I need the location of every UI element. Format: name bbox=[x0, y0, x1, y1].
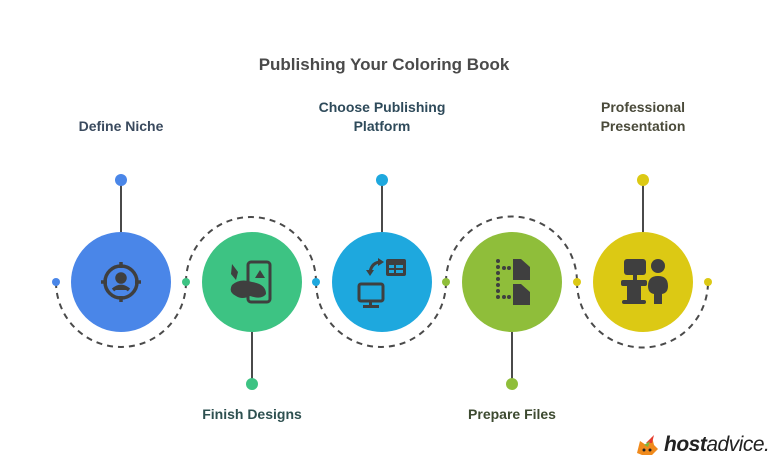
step1-label: Define Niche bbox=[61, 117, 181, 136]
fox-mascot-icon bbox=[637, 435, 658, 455]
step3-marker bbox=[376, 174, 388, 186]
hostadvice-logo: hostadvice. bbox=[634, 433, 768, 457]
step2-label-text: Finish Designs bbox=[202, 406, 302, 422]
step3-label-line1: Choose Publishing bbox=[318, 99, 446, 115]
step4-label: Prepare Files bbox=[452, 405, 572, 424]
step4-label-text: Prepare Files bbox=[468, 406, 556, 422]
step3-label: Choose Publishing Platform bbox=[302, 98, 462, 136]
connector-3 bbox=[315, 281, 447, 348]
connector-4 bbox=[445, 215, 578, 283]
presenter-podium-icon bbox=[621, 259, 668, 304]
logo-text-bold: host bbox=[664, 433, 707, 456]
monitor-exchange-icon bbox=[357, 258, 406, 308]
step5-label: Professional Presentation bbox=[573, 98, 713, 136]
step2-marker bbox=[246, 378, 258, 390]
step4-circle bbox=[462, 232, 562, 332]
paint-brush-image-icon bbox=[230, 260, 272, 304]
step3-circle bbox=[332, 232, 432, 332]
step2-label: Finish Designs bbox=[192, 405, 312, 424]
step1-marker bbox=[115, 174, 127, 186]
logo-text-regular: advice. bbox=[706, 433, 768, 456]
step3-label-line2: Platform bbox=[353, 118, 411, 134]
step1-label-text: Define Niche bbox=[78, 118, 164, 134]
step5-marker bbox=[637, 174, 649, 186]
connector-2 bbox=[185, 216, 317, 283]
file-structure-icon bbox=[496, 259, 530, 305]
target-user-icon bbox=[101, 262, 141, 302]
connector-1 bbox=[55, 281, 187, 348]
logo-text: hostadvice. bbox=[664, 433, 768, 457]
connector-5 bbox=[576, 281, 709, 349]
step4-marker bbox=[506, 378, 518, 390]
step5-label-line2: Presentation bbox=[600, 118, 686, 134]
step5-label-line1: Professional bbox=[600, 99, 686, 115]
page-title: Publishing Your Coloring Book bbox=[258, 55, 510, 74]
